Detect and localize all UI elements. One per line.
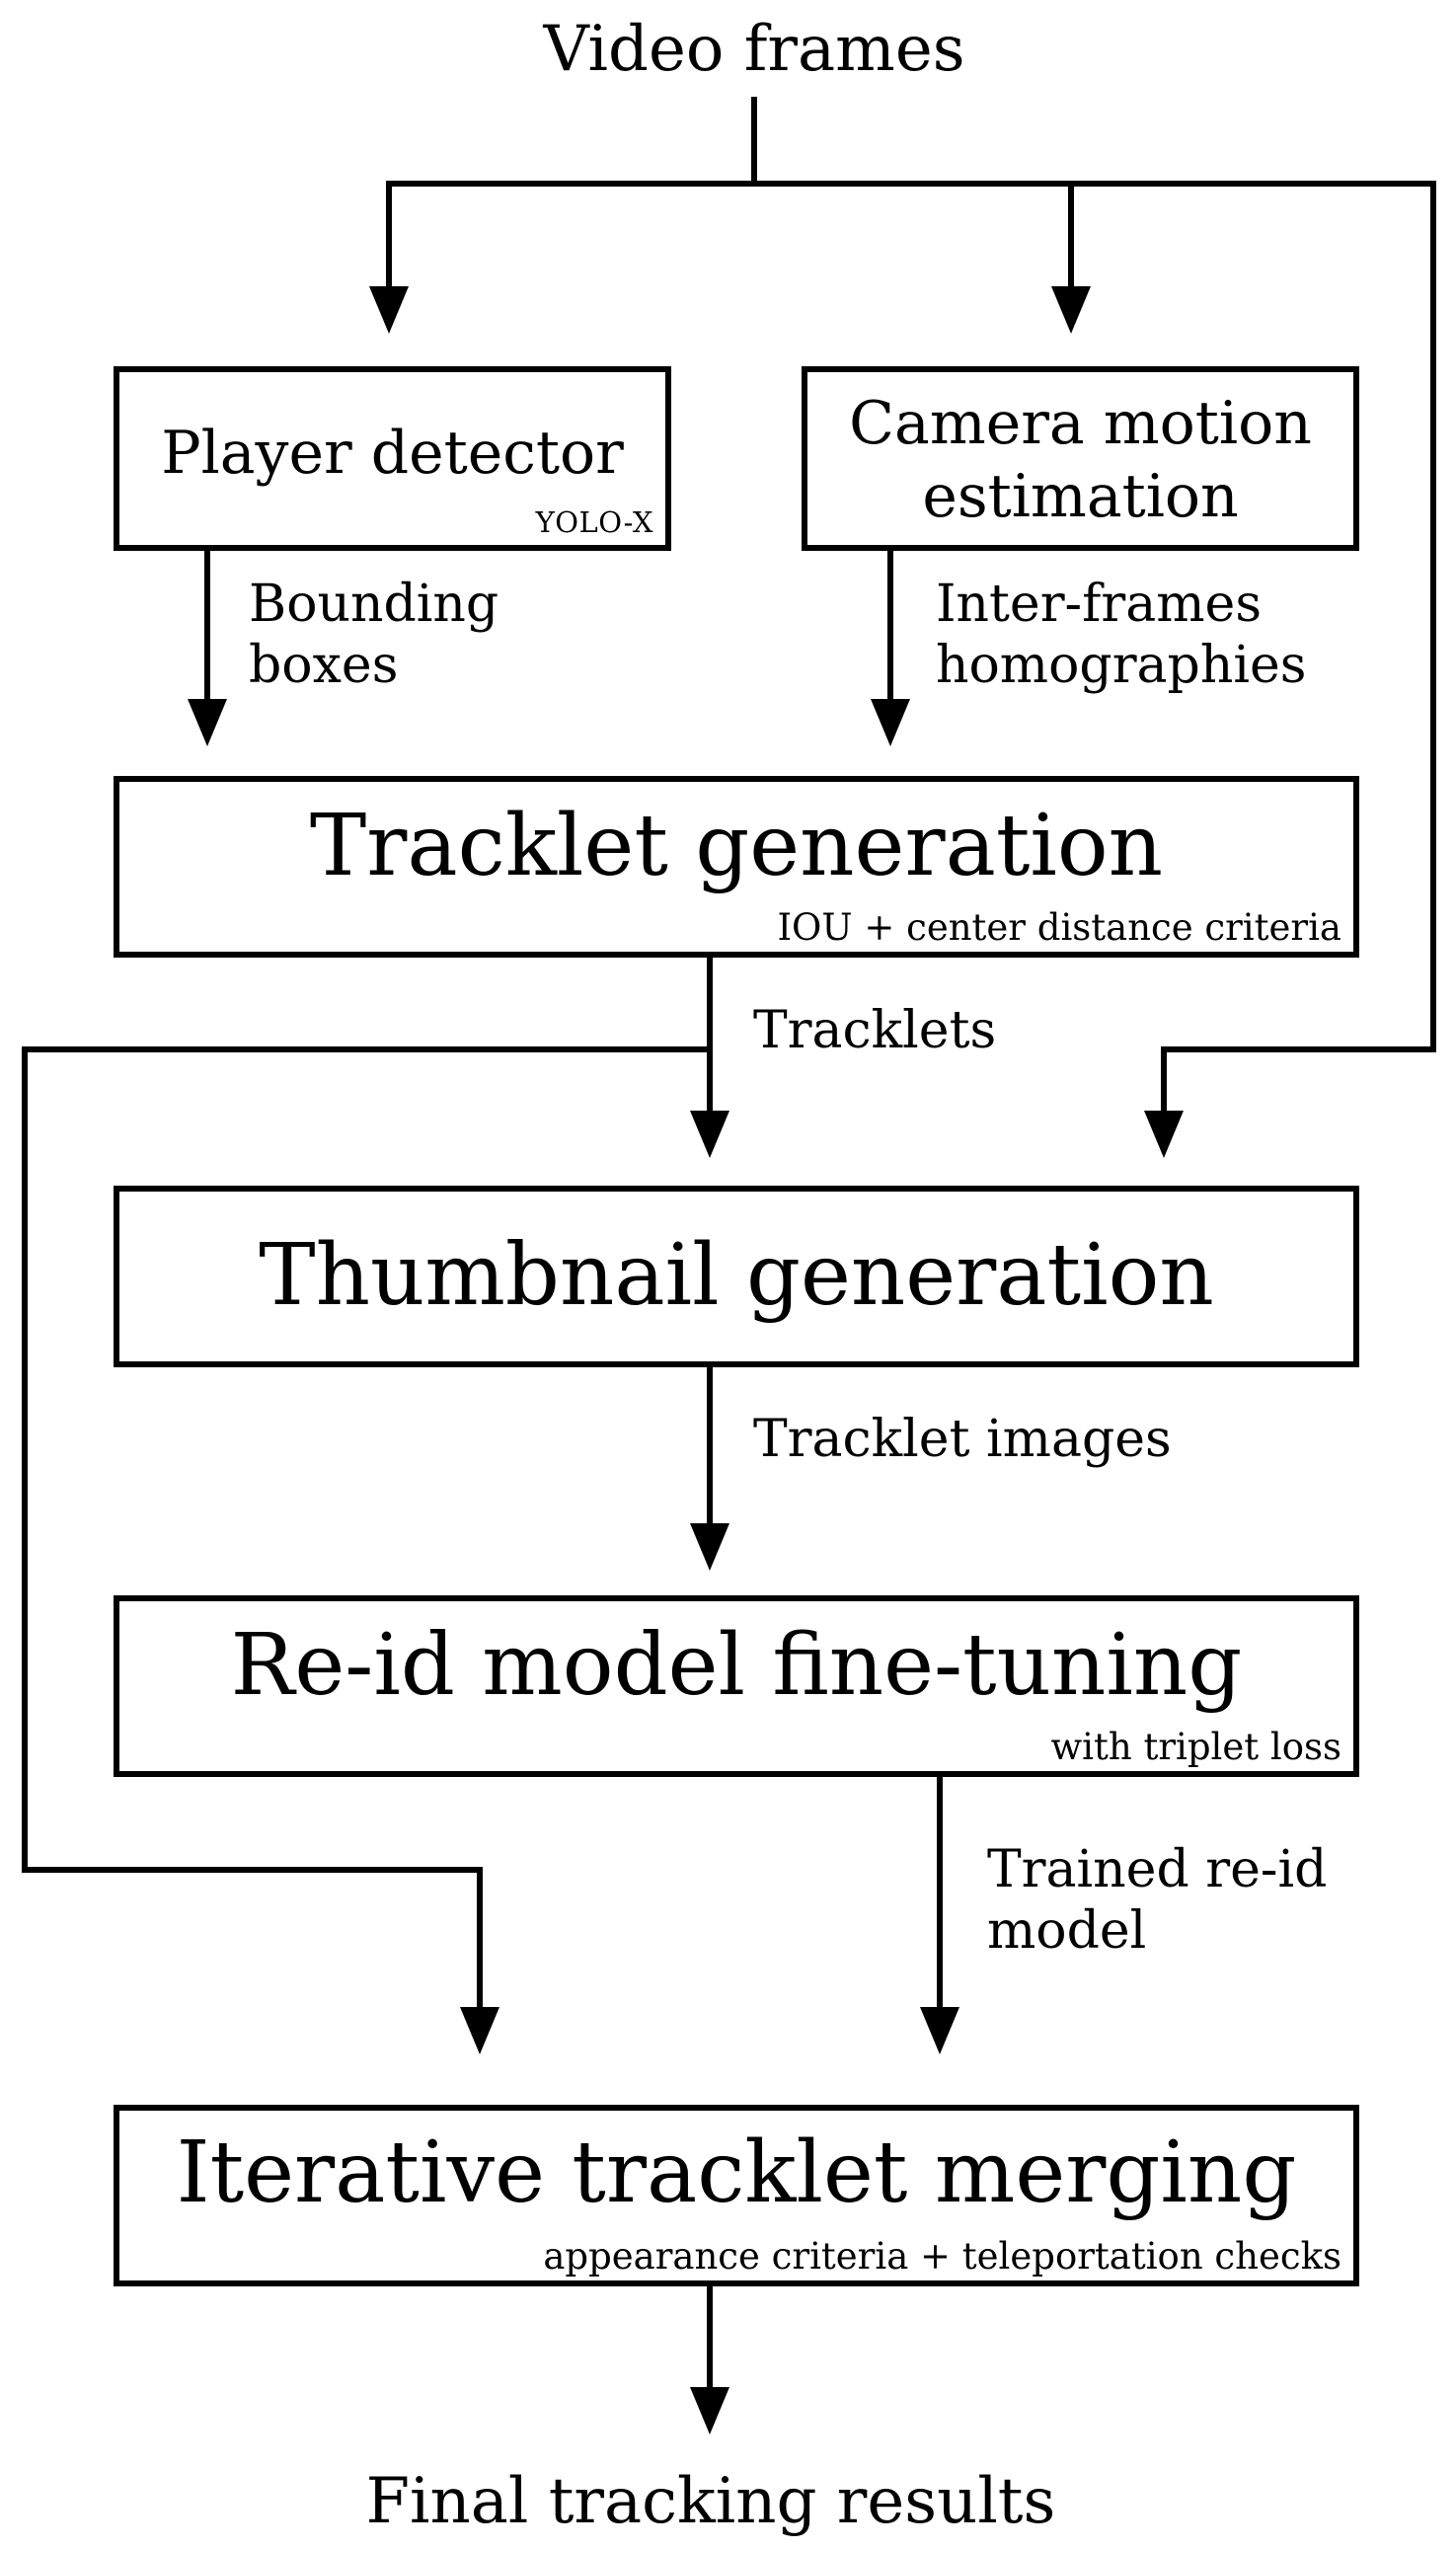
player-detector-box: Player detector YOLO-X	[114, 366, 671, 551]
tracklet-merging-title: Iterative tracklet merging	[176, 2124, 1297, 2222]
trained-reid-label-line2: model	[987, 1901, 1147, 1961]
tracklet-generation-box: Tracklet generation IOU + center distanc…	[114, 776, 1359, 958]
camera-motion-title-line1: Camera motion	[849, 389, 1312, 458]
arrowhead-camera	[1051, 286, 1091, 334]
camera-motion-box: Camera motion estimation	[802, 366, 1359, 551]
arrowhead-bboxes	[188, 699, 227, 746]
tracklet-merging-box: Iterative tracklet merging appearance cr…	[114, 2105, 1359, 2286]
reid-finetuning-box: Re-id model fine-tuning with triplet los…	[114, 1595, 1359, 1777]
player-detector-note: YOLO-X	[535, 505, 653, 539]
tracklet-generation-note: IOU + center distance criteria	[777, 906, 1341, 949]
input-label: Video frames	[543, 13, 965, 86]
camera-motion-title-line2: estimation	[922, 462, 1239, 531]
homographies-label-line1: Inter-frames	[936, 575, 1263, 634]
tracklets-label: Tracklets	[753, 1001, 997, 1060]
arrowhead-detector	[369, 286, 409, 334]
tracklet-generation-title: Tracklet generation	[309, 797, 1164, 895]
bounding-boxes-label-line2: boxes	[249, 636, 399, 695]
arrowhead-thumbnail-right	[1144, 1111, 1184, 1158]
thumbnail-generation-box: Thumbnail generation	[114, 1186, 1359, 1367]
homographies-label-line2: homographies	[936, 636, 1307, 695]
tracklet-merging-note: appearance criteria + teleportation chec…	[543, 2235, 1341, 2278]
arrowhead-merging-left	[460, 2007, 499, 2054]
trained-reid-label-line1: Trained re-id	[987, 1840, 1328, 1899]
tracklet-images-label: Tracklet images	[753, 1410, 1172, 1469]
reid-finetuning-note: with triplet loss	[1050, 1726, 1341, 1768]
arrowhead-homographies	[871, 699, 910, 746]
edge-video-bus	[389, 181, 1436, 1130]
arrowhead-final	[690, 2387, 729, 2434]
arrowhead-tracklet-images	[690, 1523, 729, 1571]
arrowhead-trained-reid	[920, 2007, 959, 2054]
arrowhead-tracklets	[690, 1111, 729, 1158]
reid-finetuning-title: Re-id model fine-tuning	[230, 1616, 1243, 1715]
edge-video-split	[386, 97, 757, 306]
output-label: Final tracking results	[365, 2465, 1056, 2538]
bounding-boxes-label-line1: Bounding	[249, 575, 499, 634]
player-detector-title: Player detector	[161, 419, 624, 488]
edge-tracklets-bypass	[22, 1046, 710, 2027]
thumbnail-generation-title: Thumbnail generation	[259, 1226, 1214, 1325]
